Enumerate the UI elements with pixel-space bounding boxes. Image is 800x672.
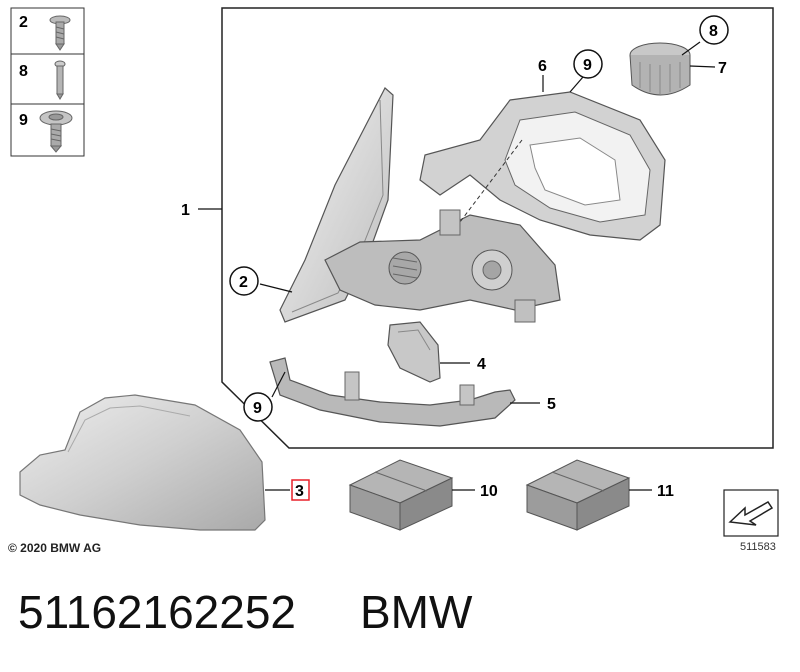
turn-signal-module <box>629 42 691 96</box>
legend-label-2: 2 <box>19 14 28 31</box>
small-parts-legend: 2 8 9 <box>10 7 85 157</box>
legend-label-9: 9 <box>19 112 28 129</box>
callout-label-7: 7 <box>718 60 727 77</box>
callout-label-6: 6 <box>538 58 547 75</box>
callout-label-9-top: 9 <box>583 57 592 74</box>
callout-label-1: 1 <box>181 202 190 219</box>
mirror-cap <box>19 394 266 531</box>
pin-icon <box>54 60 66 100</box>
washer-screw-icon <box>39 110 73 153</box>
callout-label-5: 5 <box>547 396 556 413</box>
part-box-10 <box>348 459 454 531</box>
diagram-symbol-icon <box>723 489 779 537</box>
callout-label-3: 3 <box>295 483 304 500</box>
mirror-base-motor <box>324 209 561 323</box>
callout-label-4: 4 <box>477 356 486 373</box>
brand-name: BMW <box>360 586 473 638</box>
part-number: 51162162252 <box>18 586 296 638</box>
assembly-dash-line <box>459 139 523 223</box>
cover-piece <box>387 321 441 383</box>
assembly-frame <box>221 7 774 449</box>
callout-label-10: 10 <box>480 483 498 500</box>
callout-label-2: 2 <box>239 274 248 291</box>
screw-icon <box>49 15 71 51</box>
lower-trim <box>269 357 516 427</box>
mirror-housing <box>419 91 666 241</box>
part-box-11 <box>525 459 631 531</box>
callout-label-9-bottom: 9 <box>253 400 262 417</box>
leader-lines <box>198 41 716 491</box>
copyright-text: © 2020 BMW AG <box>8 541 102 555</box>
legend-label-8: 8 <box>19 63 28 80</box>
callout-label-11: 11 <box>657 483 674 500</box>
callout-circles <box>229 15 729 422</box>
highlight-box <box>291 479 310 501</box>
diagram-number: 511583 <box>740 541 776 553</box>
callout-label-8: 8 <box>709 23 718 40</box>
